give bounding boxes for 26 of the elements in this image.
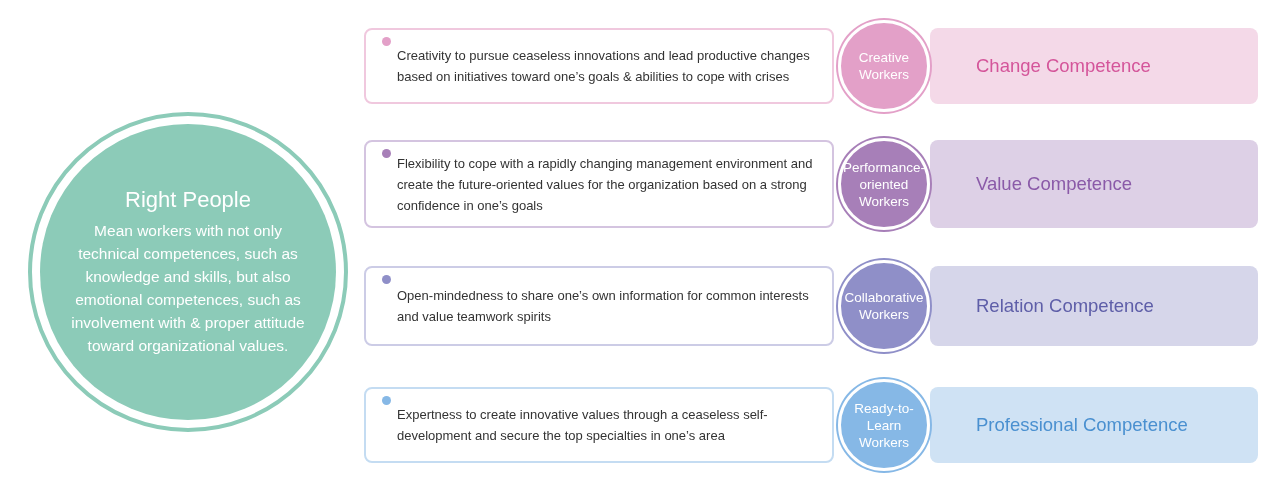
competence-band bbox=[930, 28, 1258, 104]
competence-label: Professional Competence bbox=[976, 414, 1188, 436]
competence-band bbox=[930, 266, 1258, 346]
worker-circle bbox=[838, 20, 930, 112]
description-box bbox=[364, 28, 834, 104]
worker-circle bbox=[838, 260, 930, 352]
competence-label: Change Competence bbox=[976, 55, 1151, 77]
description-box bbox=[364, 266, 834, 346]
worker-circle bbox=[838, 379, 930, 471]
worker-label: Performance-oriented Workers bbox=[843, 158, 925, 210]
description-text: Flexibility to cope with a rapidly changing management environment and create the future-oriented values for the organization based on a strong confidence in one’s goals bbox=[397, 154, 814, 215]
circle-description: Mean workers with not only technical competences, such as knowledge and skills, but also emotional competences, such as involvement with & proper attitude toward organizational values. bbox=[70, 221, 306, 356]
description-text: Expertness to create innovative values through a ceaseless self-development and secure the top specialties in one’s area bbox=[397, 406, 769, 445]
competence-label: Relation Competence bbox=[976, 295, 1154, 317]
competence-label: Value Competence bbox=[976, 173, 1132, 195]
description-text: Creativity to pursue ceaseless innovations and lead productive changes based on initiatives toward one’s goals & abilities to cope with crises bbox=[397, 47, 811, 86]
description-text: Open-mindedness to share one’s own information for common interests and value teamwork spirits bbox=[397, 287, 810, 326]
competence-band bbox=[930, 387, 1258, 463]
worker-label: Creative Workers bbox=[857, 49, 911, 83]
description-box bbox=[364, 387, 834, 463]
competence-band bbox=[930, 140, 1258, 228]
worker-label: Ready-to-Learn Workers bbox=[853, 399, 915, 451]
worker-label: Collaborative Workers bbox=[844, 289, 924, 323]
circle-heading: Right People bbox=[125, 187, 251, 213]
worker-circle bbox=[838, 138, 930, 230]
description-box bbox=[364, 140, 834, 228]
